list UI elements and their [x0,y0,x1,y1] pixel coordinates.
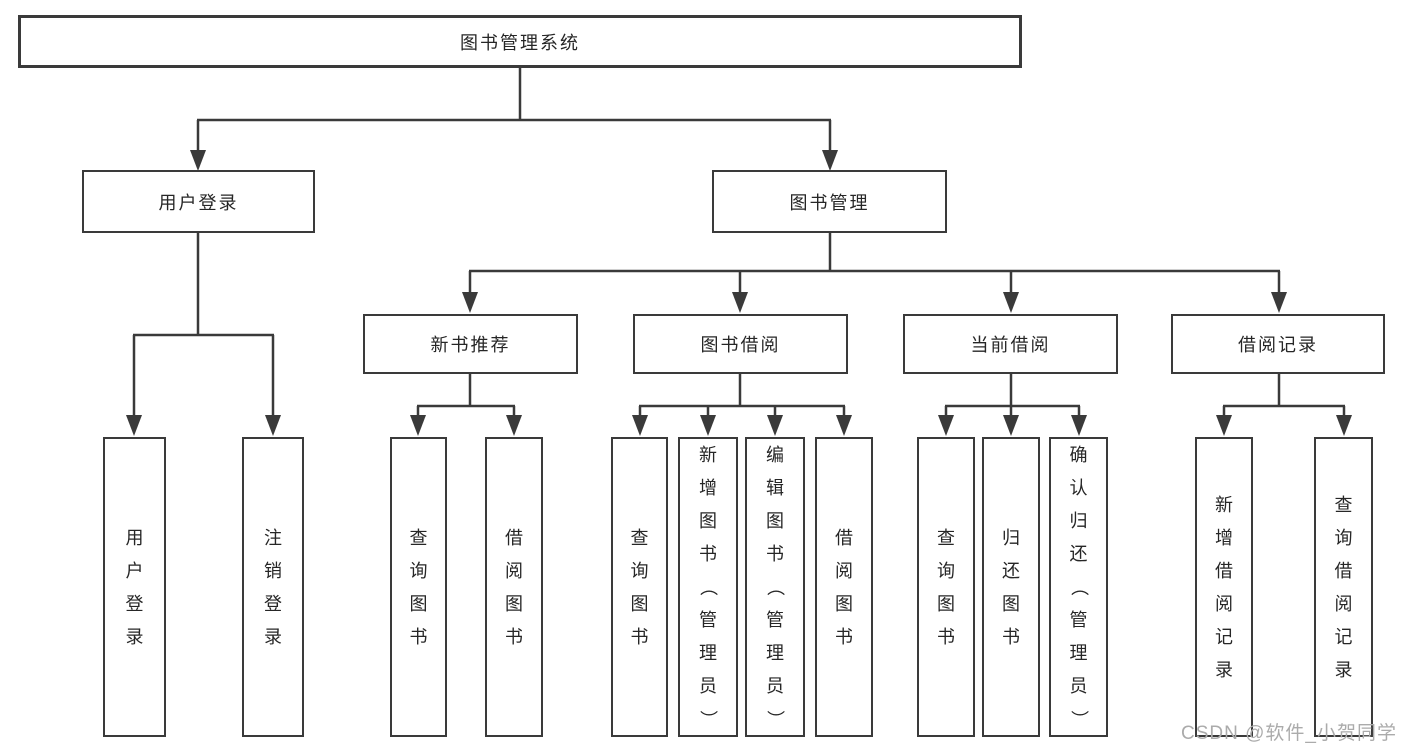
node-confirm-return-admin: 确认归还（管理员） [1049,437,1108,737]
watermark-text: CSDN @软件_小贺同学 [1181,723,1397,744]
node-borrowing-records: 借阅记录 [1171,314,1385,374]
node-query-borrow-record: 查询借阅记录 [1314,437,1373,737]
node-user-login-leaf: 用户登录 [103,437,166,737]
node-add-book-admin: 新增图书（管理员） [678,437,738,737]
node-borrow-books-leaf: 借阅图书 [815,437,873,737]
node-add-borrow-record: 新增借阅记录 [1195,437,1253,737]
node-logout-leaf: 注销登录 [242,437,304,737]
node-book-management: 图书管理 [712,170,947,233]
node-user-login: 用户登录 [82,170,315,233]
node-library-management-system: 图书管理系统 [18,15,1022,68]
node-query-books-recommend: 查询图书 [390,437,447,737]
node-book-borrowing: 图书借阅 [633,314,848,374]
node-new-book-recommendation: 新书推荐 [363,314,578,374]
node-query-books-borrow: 查询图书 [611,437,668,737]
node-current-borrowing: 当前借阅 [903,314,1118,374]
node-edit-book-admin: 编辑图书（管理员） [745,437,805,737]
node-query-books-current: 查询图书 [917,437,975,737]
node-return-books: 归还图书 [982,437,1040,737]
node-borrow-books-recommend: 借阅图书 [485,437,543,737]
